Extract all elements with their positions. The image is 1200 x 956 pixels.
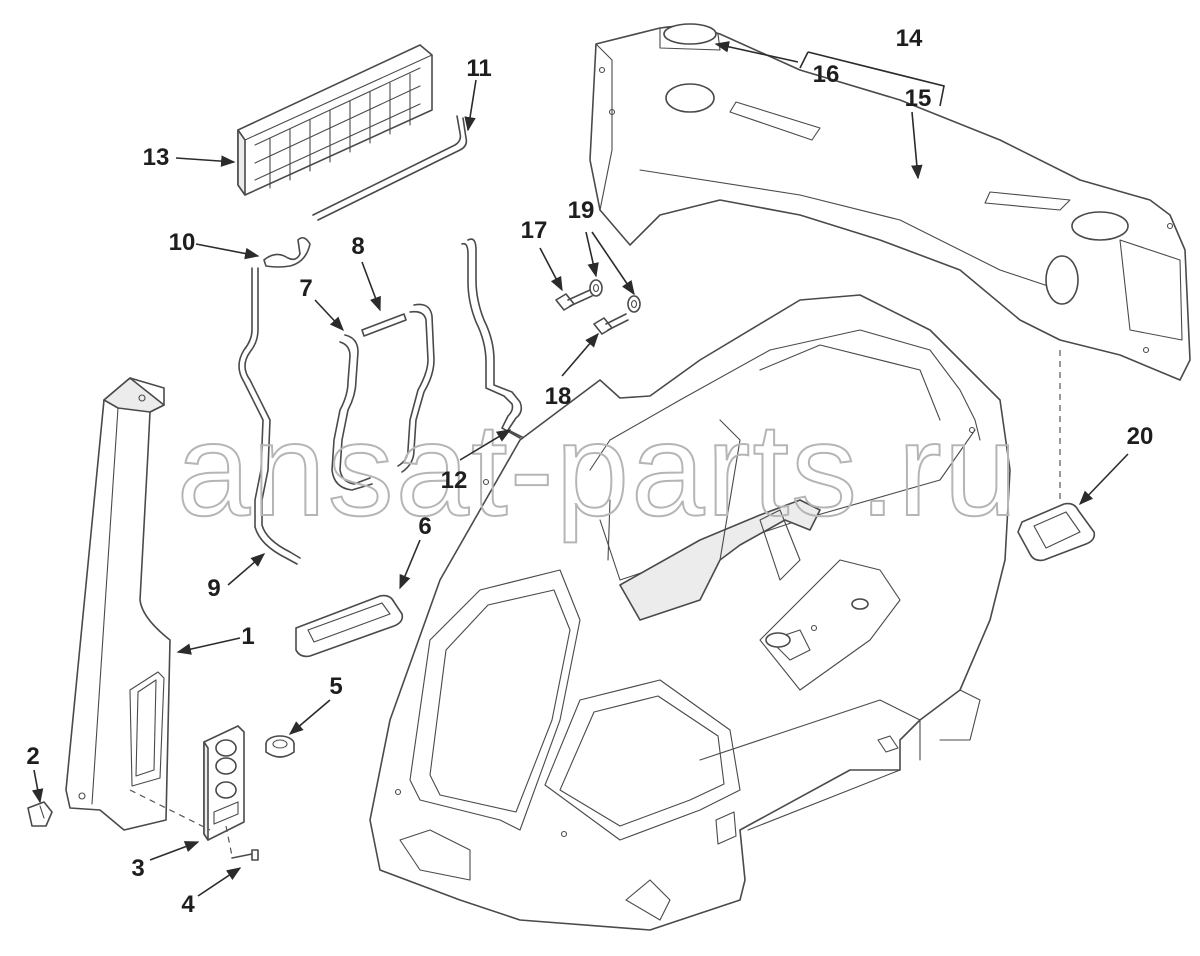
part-7-tube [331, 334, 373, 491]
part-12-rod [461, 238, 529, 441]
bent-rod-center [397, 303, 435, 473]
part-18-bolt [593, 313, 629, 335]
part-15-roof-frame [589, 23, 1191, 381]
part-9-rod [238, 267, 301, 565]
callout-11: 11 [466, 55, 491, 82]
callout-16: 16 [813, 61, 840, 88]
part-17-bolt [555, 289, 593, 311]
part-8-rod [361, 313, 407, 337]
callout-7: 7 [299, 275, 312, 302]
callout-6: 6 [418, 513, 431, 540]
part-4-screw [231, 849, 259, 861]
callout-1: 1 [241, 623, 254, 650]
callout-20: 20 [1127, 423, 1154, 450]
part-19-washer [589, 279, 641, 313]
part-11-rod [312, 115, 468, 221]
callout-4: 4 [181, 891, 195, 918]
alignment-line-4 [225, 825, 233, 857]
part-5-grommet [265, 735, 295, 758]
part-13-air-filter [237, 44, 433, 196]
callout-19: 19 [568, 197, 595, 224]
leader-lines [31, 41, 1129, 897]
watermark-text: ansat-parts.ru [177, 396, 1019, 543]
callout-10: 10 [169, 229, 196, 256]
callout-18: 18 [545, 383, 572, 410]
part-2-rivet [27, 801, 53, 827]
callout-9: 9 [207, 575, 220, 602]
callout-labels: 1 2 3 4 5 6 7 8 9 10 11 12 13 14 15 16 1… [26, 25, 1153, 918]
callout-12: 12 [441, 467, 468, 494]
part-10-clip [263, 236, 311, 268]
callout-13: 13 [143, 144, 170, 171]
part-20-gasket [1017, 502, 1096, 562]
callout-15: 15 [905, 85, 932, 112]
callout-5: 5 [329, 673, 342, 700]
main-cab-body [369, 294, 1011, 931]
alignment-line-3 [129, 789, 211, 831]
callout-17: 17 [521, 217, 548, 244]
callout-2: 2 [26, 743, 39, 770]
part-3-switch-plate [203, 725, 245, 841]
callout-3: 3 [131, 855, 144, 882]
part-1-side-panel [65, 377, 171, 831]
part-6-gasket [295, 594, 404, 658]
callout-14: 14 [896, 25, 923, 52]
callout-8: 8 [351, 233, 364, 260]
